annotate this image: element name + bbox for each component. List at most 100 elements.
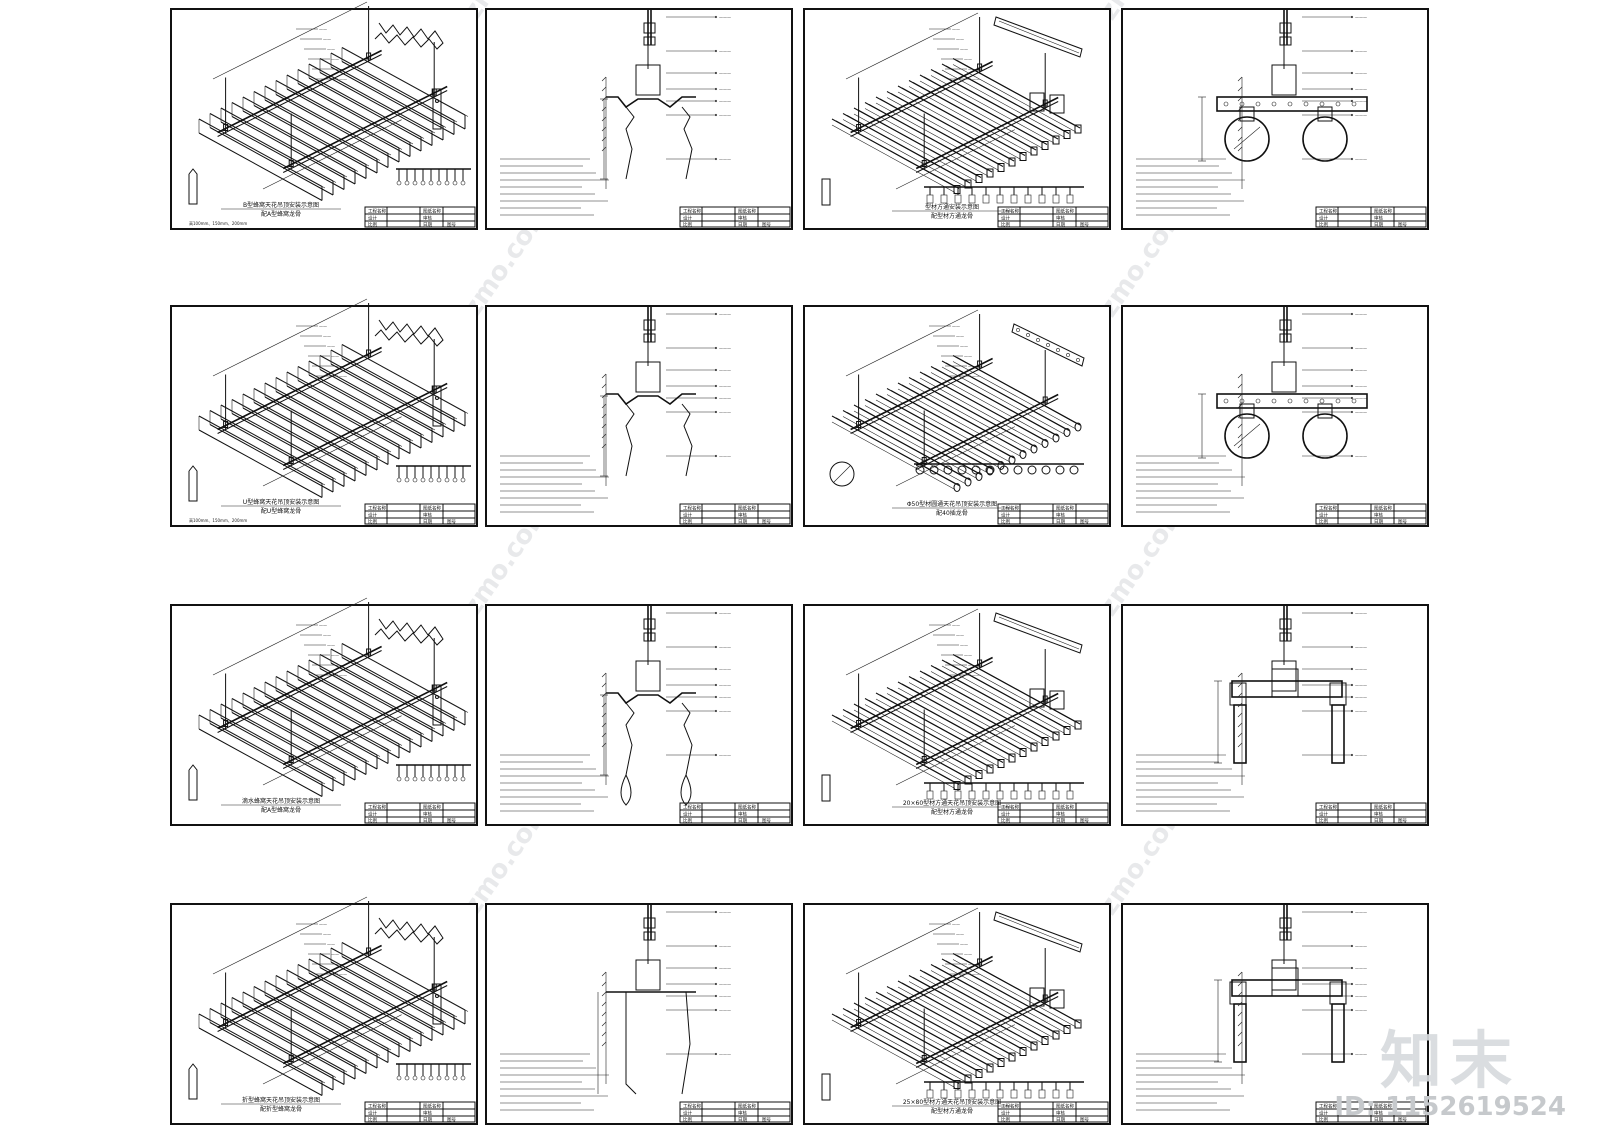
clip bbox=[1317, 106, 1333, 122]
title-cell: 图纸名称 bbox=[1374, 208, 1392, 215]
title-cell: 比例 bbox=[368, 817, 377, 824]
title-cell: 设计 bbox=[368, 512, 377, 519]
title-block: 工程名称图纸名称设计审核比例日期图号 bbox=[679, 802, 791, 824]
svg-text:——: —— bbox=[323, 932, 331, 937]
nut bbox=[1279, 917, 1292, 929]
clip bbox=[1239, 106, 1255, 122]
svg-text:——: —— bbox=[952, 27, 960, 32]
drawing-sheet: 工程名称图纸名称设计审核比例日期图号————————————型材方通安装示意图配… bbox=[803, 8, 1111, 230]
title-cell: 工程名称 bbox=[368, 1103, 386, 1110]
sheet-caption: 25×80型材方通天花吊顶安装示意图 bbox=[903, 1098, 1001, 1106]
sheet-subcaption: 配折型蜂窝龙骨 bbox=[260, 1105, 302, 1113]
profile-detail bbox=[821, 774, 831, 802]
svg-text:——: —— bbox=[968, 67, 976, 72]
blade-right bbox=[681, 106, 693, 180]
title-cell: 设计 bbox=[1319, 1110, 1328, 1117]
svg-text:———: ——— bbox=[719, 1008, 731, 1013]
svg-text:——: —— bbox=[964, 57, 972, 62]
svg-text:———: ——— bbox=[719, 454, 731, 459]
svg-text:———: ——— bbox=[719, 944, 731, 949]
svg-text:——: —— bbox=[339, 673, 347, 678]
drop-right bbox=[680, 774, 692, 806]
keel-profile bbox=[1216, 96, 1368, 112]
tube-right bbox=[1302, 413, 1348, 459]
sheet-subcaption: 配U型蜂窝龙骨 bbox=[261, 507, 301, 515]
title-cell: 比例 bbox=[683, 221, 692, 228]
nut bbox=[1279, 36, 1292, 46]
sheet-caption: B型蜂窝天花吊顶安装示意图 bbox=[243, 201, 319, 209]
title-cell: 设计 bbox=[683, 811, 692, 818]
drawing-sheet: 工程名称图纸名称设计审核比例日期图号————————————B型蜂窝天花吊顶安装… bbox=[170, 1, 478, 230]
svg-text:——: —— bbox=[972, 374, 980, 379]
title-cell: 日期 bbox=[738, 1117, 747, 1123]
title-cell: 审核 bbox=[1374, 512, 1383, 519]
title-cell: 日期 bbox=[1056, 1117, 1065, 1123]
title-cell: 图纸名称 bbox=[1056, 804, 1074, 811]
svg-text:———: ——— bbox=[719, 611, 731, 616]
hanger-detail bbox=[432, 983, 442, 1025]
svg-text:——: —— bbox=[331, 57, 339, 62]
title-cell: 审核 bbox=[1374, 811, 1383, 818]
svg-text:———: ——— bbox=[1355, 695, 1367, 700]
sheet-subcaption: 配A型蜂窝龙骨 bbox=[261, 806, 301, 814]
svg-text:———: ——— bbox=[719, 87, 731, 92]
svg-text:———: ——— bbox=[1355, 71, 1367, 76]
title-cell: 设计 bbox=[1001, 512, 1010, 519]
svg-text:———: ——— bbox=[1355, 982, 1367, 987]
svg-text:——: —— bbox=[327, 643, 335, 648]
blade-right bbox=[681, 403, 693, 477]
svg-text:——: —— bbox=[335, 962, 343, 967]
title-cell: 图纸名称 bbox=[738, 505, 756, 512]
title-cell: 比例 bbox=[368, 221, 377, 228]
title-cell: 图纸名称 bbox=[738, 804, 756, 811]
title-cell: 比例 bbox=[1001, 518, 1010, 525]
drawing-sheet: 工程名称图纸名称设计审核比例日期图号————————————————————— bbox=[1121, 903, 1429, 1125]
svg-text:——: —— bbox=[968, 962, 976, 967]
keel-detail bbox=[993, 16, 1083, 58]
nut bbox=[643, 917, 656, 929]
title-cell: 审核 bbox=[423, 215, 432, 222]
title-cell: 日期 bbox=[423, 818, 432, 824]
size-note: 高100mm、150mm、200mm bbox=[189, 220, 247, 226]
keel-detail bbox=[1011, 323, 1085, 367]
logo-text: 知末 bbox=[1379, 1024, 1520, 1097]
nut bbox=[643, 333, 656, 343]
nut bbox=[643, 632, 656, 642]
svg-text:——: —— bbox=[956, 334, 964, 339]
title-cell: 图号 bbox=[1080, 222, 1089, 228]
title-cell: 审核 bbox=[1374, 215, 1383, 222]
sheet-caption: 型材方通安装示意图 bbox=[925, 203, 979, 211]
nut bbox=[1279, 618, 1292, 630]
sheet-border bbox=[485, 305, 793, 527]
drawing-sheet: 工程名称图纸名称设计审核比例日期图号————————————滴水蜂窝天花吊顶安装… bbox=[170, 597, 478, 826]
svg-text:——: —— bbox=[960, 942, 968, 947]
title-cell: 审核 bbox=[1056, 1110, 1065, 1117]
svg-text:——: —— bbox=[952, 324, 960, 329]
svg-text:——: —— bbox=[339, 77, 347, 82]
svg-text:———: ——— bbox=[719, 645, 731, 650]
title-cell: 日期 bbox=[1374, 1117, 1383, 1123]
svg-text:———: ——— bbox=[1355, 384, 1367, 389]
svg-text:———: ——— bbox=[1355, 1008, 1367, 1013]
tube-left bbox=[1224, 413, 1270, 459]
profile-detail bbox=[188, 465, 198, 502]
title-cell: 日期 bbox=[1056, 222, 1065, 228]
svg-text:———: ——— bbox=[719, 709, 731, 714]
keel-profile bbox=[606, 393, 696, 406]
sheet-subcaption: 配40插龙骨 bbox=[936, 509, 968, 517]
svg-text:———: ——— bbox=[719, 113, 731, 118]
svg-text:———: ——— bbox=[1355, 157, 1367, 162]
title-cell: 图纸名称 bbox=[1374, 505, 1392, 512]
title-cell: 图纸名称 bbox=[423, 1103, 441, 1110]
svg-text:———: ——— bbox=[1355, 753, 1367, 758]
title-block: 工程名称图纸名称设计审核比例日期图号 bbox=[364, 802, 476, 824]
profile-detail bbox=[821, 1073, 831, 1101]
svg-text:——: —— bbox=[339, 972, 347, 977]
nut bbox=[643, 22, 656, 34]
nut bbox=[643, 618, 656, 630]
title-cell: 日期 bbox=[1374, 222, 1383, 228]
svg-text:———: ——— bbox=[1355, 994, 1367, 999]
title-cell: 图纸名称 bbox=[1056, 208, 1074, 215]
drawing-sheet: 工程名称图纸名称设计审核比例日期图号————————————Φ50型材圆通天花吊… bbox=[803, 305, 1111, 527]
svg-text:——: —— bbox=[327, 47, 335, 52]
